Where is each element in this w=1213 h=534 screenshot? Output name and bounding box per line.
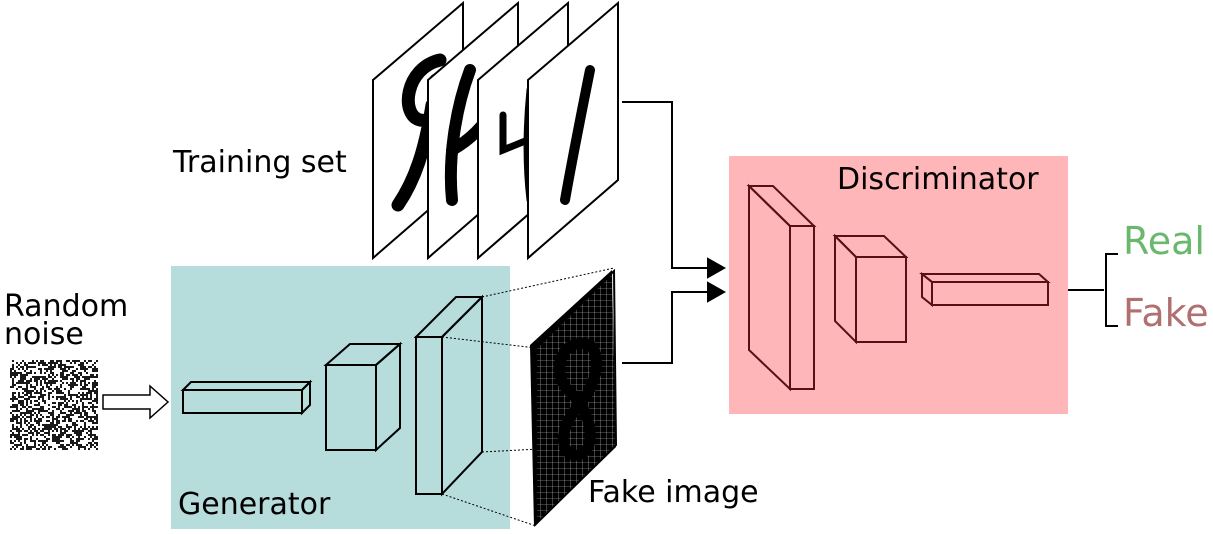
- random-noise-icon: [10, 360, 98, 450]
- training-set-label: Training set: [172, 145, 347, 180]
- discriminator-label: Discriminator: [837, 162, 1039, 197]
- digit-8-icon: [554, 337, 603, 461]
- fake-image-label: Fake image: [588, 475, 759, 510]
- hollow-right-arrow-icon: [102, 384, 170, 420]
- output-bracket: [1068, 253, 1118, 327]
- projection-lines: [441, 267, 615, 527]
- training-set-cards: [372, 0, 619, 261]
- generator-panel: [171, 266, 510, 529]
- fake-image-card: [530, 268, 618, 527]
- digit-1-icon: [560, 65, 595, 205]
- real-output-label: Real: [1123, 219, 1205, 263]
- training-card-4: [527, 0, 619, 261]
- fake-output-label: Fake: [1123, 291, 1209, 335]
- random-noise-label-line1: Random: [4, 289, 128, 324]
- random-noise-label-line2: noise: [4, 317, 84, 352]
- generator-layer-2: [323, 341, 403, 453]
- generator-label: Generator: [178, 487, 331, 522]
- training-to-discriminator-connector: [622, 101, 727, 279]
- discriminator-layer-3: [919, 271, 1051, 308]
- generator-layer-1: [180, 379, 313, 416]
- discriminator-layer-1: [746, 183, 817, 392]
- discriminator-layer-2: [832, 233, 909, 345]
- fake-to-discriminator-connector: [622, 281, 727, 364]
